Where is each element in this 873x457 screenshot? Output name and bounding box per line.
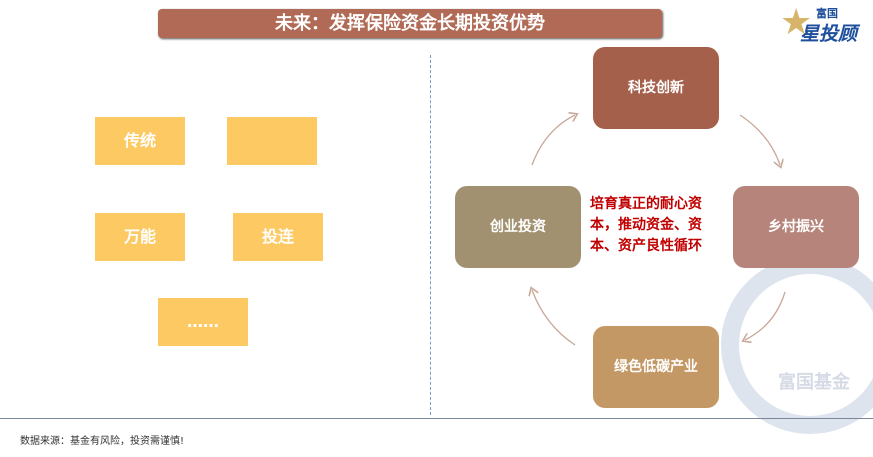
box-blank <box>227 117 317 165</box>
logo-top: 富国 <box>816 7 838 20</box>
footer-divider <box>0 418 873 419</box>
arrow-bottom-left <box>532 290 576 346</box>
node-rural-revitalization: 乡村振兴 <box>733 186 859 268</box>
page-title: 未来：发挥保险资金长期投资优势 <box>158 9 662 38</box>
logo: ★ 富国 星投顾 <box>780 2 870 46</box>
box-traditional: 传统 <box>95 117 185 165</box>
arrow-right-bottom <box>745 291 786 340</box>
box-universal: 万能 <box>95 213 185 261</box>
center-text: 培育真正的耐心资本，推动资金、资本、资产良性循环 <box>590 196 702 254</box>
arrow-top-right <box>739 114 780 165</box>
star-icon: ★ <box>780 2 813 43</box>
box-unit-linked: 投连 <box>233 213 323 261</box>
arrow-left-top <box>531 115 575 166</box>
footer-note: 数据来源：基金有风险，投资需谨慎! <box>20 436 185 447</box>
node-tech-innovation: 科技创新 <box>593 47 719 129</box>
divider <box>430 55 431 415</box>
node-venture-investment: 创业投资 <box>455 186 581 268</box>
box-more: …… <box>158 298 248 346</box>
node-green-low-carbon: 绿色低碳产业 <box>593 326 719 408</box>
logo-main: 星投顾 <box>800 23 858 45</box>
